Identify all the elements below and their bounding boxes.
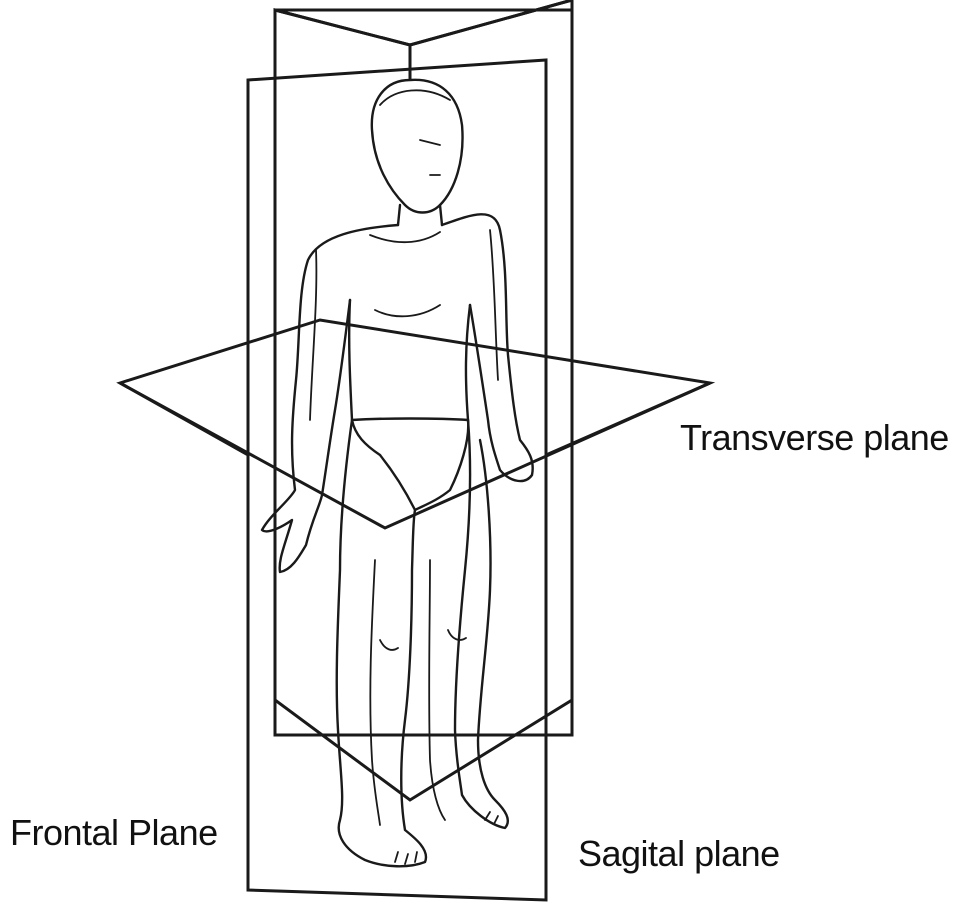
sagittal-plane: [275, 0, 572, 800]
frontal-plane-label: Frontal Plane: [10, 815, 218, 851]
torso-left: [349, 300, 352, 420]
knee-left: [380, 640, 398, 650]
arm-inner-line: [310, 250, 316, 420]
chest-line: [375, 305, 440, 316]
arm-inner-line-right: [490, 230, 498, 380]
hair-line: [380, 90, 450, 105]
knee-right: [448, 630, 466, 640]
collar-line: [370, 232, 440, 242]
toes-left: [395, 852, 417, 864]
transverse-plane: [120, 320, 710, 528]
transverse-plane-label: Transverse plane: [680, 420, 949, 456]
left-shoulder-arm: [262, 225, 398, 572]
face-detail: [420, 140, 440, 175]
leg-inner-left: [370, 560, 380, 825]
sagittal-plane-label: Sagital plane: [578, 836, 780, 872]
torso-right: [466, 305, 470, 420]
pelvis: [352, 419, 468, 511]
